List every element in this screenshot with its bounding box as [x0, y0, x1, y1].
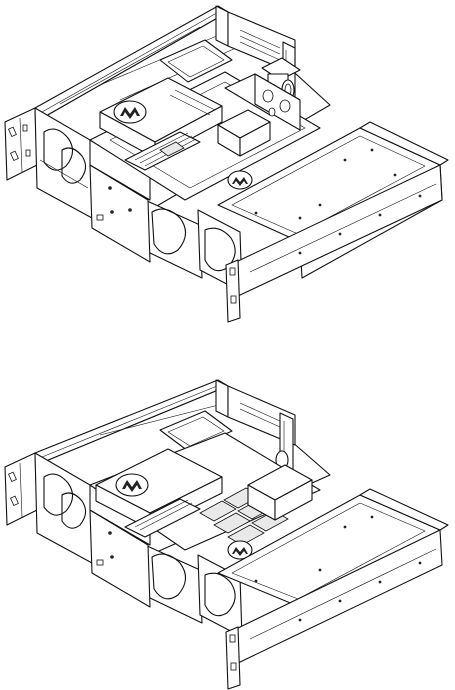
middle-fan-bay [145, 545, 242, 637]
right-rack-ear [226, 260, 240, 322]
chassis-drawing-2 [0, 345, 455, 690]
assembly-view-2 [0, 345, 455, 690]
left-rack-ear [5, 108, 37, 180]
right-rack-ear [226, 627, 240, 689]
chassis-drawing [0, 0, 455, 345]
assembly-view-1 [0, 0, 455, 345]
board-logo [228, 171, 252, 189]
left-rack-ear [5, 453, 37, 525]
